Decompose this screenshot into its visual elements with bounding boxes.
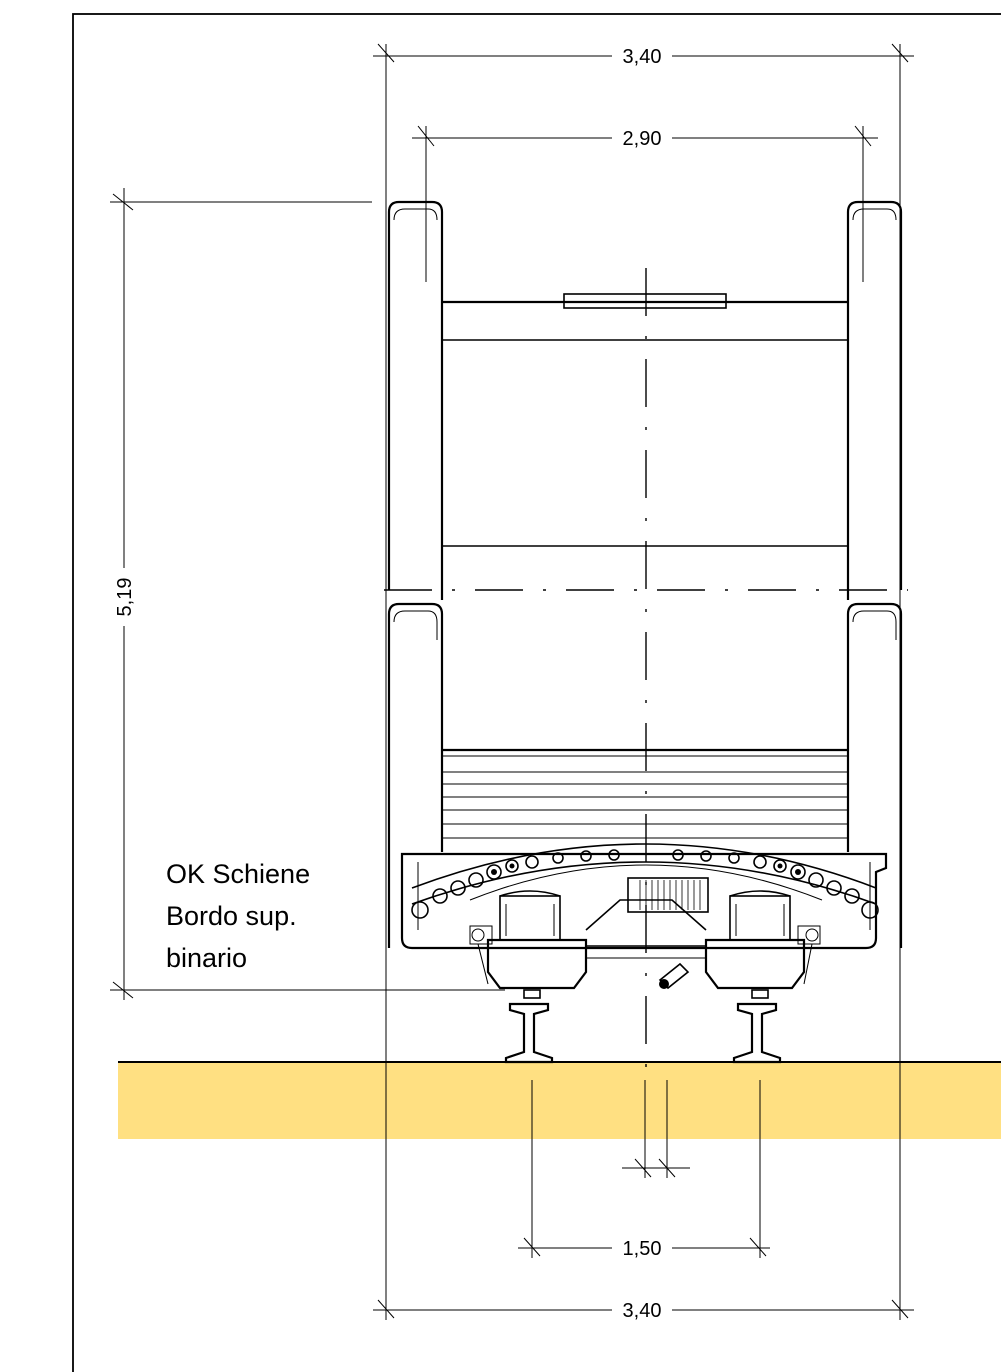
bogie-assembly bbox=[400, 843, 888, 990]
dimension-label-top-outer: 3,40 bbox=[623, 46, 662, 68]
dimension-top-inner: 2,90 bbox=[412, 125, 878, 282]
dimension-rail-gauge: 1,50 bbox=[518, 1080, 770, 1260]
ground-strip bbox=[118, 1062, 1001, 1139]
dimension-label-bottom-outer: 3,40 bbox=[623, 1300, 662, 1322]
dimension-label-height: 5,19 bbox=[114, 578, 136, 617]
rail-left bbox=[504, 989, 554, 1064]
dimension-label-rail-gauge: 1,50 bbox=[623, 1238, 662, 1260]
dimension-label-top-inner: 2,90 bbox=[623, 128, 662, 150]
center-lines bbox=[384, 268, 908, 1080]
rail-top-label: OK Schiene Bordo sup. binario bbox=[166, 859, 310, 973]
drawing-frame bbox=[72, 13, 1001, 1372]
dimension-height: 5,19 bbox=[110, 188, 505, 1000]
rail-label-line2: Bordo sup. bbox=[166, 901, 297, 931]
rail-label-line1: OK Schiene bbox=[166, 859, 310, 889]
vehicle-body bbox=[387, 200, 903, 948]
rail-right bbox=[732, 989, 782, 1064]
rail-label-line3: binario bbox=[166, 943, 247, 973]
dimension-offset-small bbox=[622, 1080, 690, 1178]
dimension-bottom-outer: 3,40 bbox=[373, 1299, 914, 1322]
